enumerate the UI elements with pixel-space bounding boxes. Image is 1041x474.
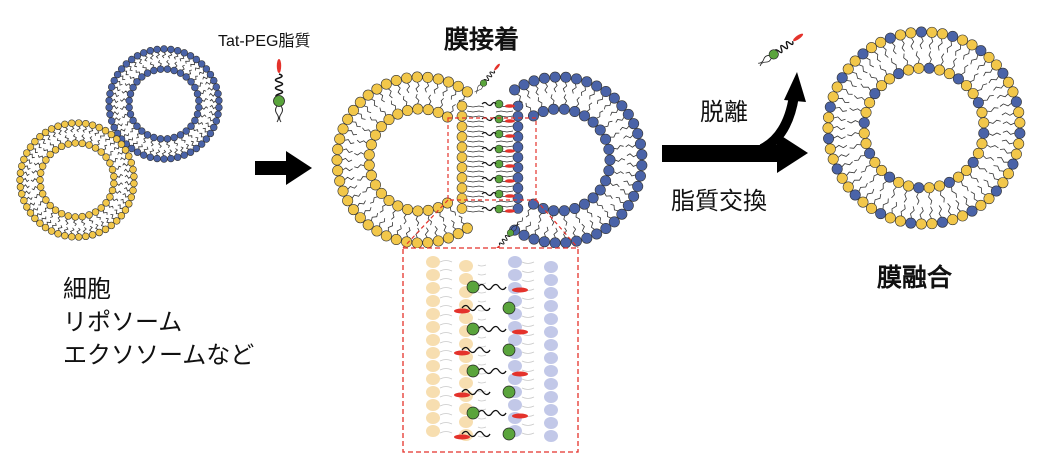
adhered-vesicles bbox=[331, 63, 648, 253]
arrow-fusion bbox=[662, 72, 808, 173]
fused-vesicle bbox=[822, 26, 1026, 230]
tat-peg-lipid-icon bbox=[273, 59, 285, 123]
source-item-cell: 細胞 bbox=[63, 275, 111, 303]
source-item-exosome: エクソソームなど bbox=[63, 341, 255, 369]
zoom-inset bbox=[402, 247, 579, 453]
arrow-add-tat-peg bbox=[255, 151, 312, 185]
source-item-liposome: リポソーム bbox=[63, 308, 183, 336]
source-list: 細胞 リポソーム エクソソームなど bbox=[63, 273, 254, 372]
membrane-adhesion-label: 膜接着 bbox=[444, 25, 520, 54]
detachment-label: 脱離 bbox=[700, 98, 748, 126]
tat-peg-lipid-label: Tat-PEG脂質 bbox=[218, 33, 311, 50]
detached-tat-peg-icon bbox=[758, 33, 804, 67]
membrane-fusion-label: 膜融合 bbox=[877, 263, 953, 292]
lipid-exchange-label: 脂質交換 bbox=[671, 187, 767, 215]
source-vesicles bbox=[16, 45, 223, 241]
